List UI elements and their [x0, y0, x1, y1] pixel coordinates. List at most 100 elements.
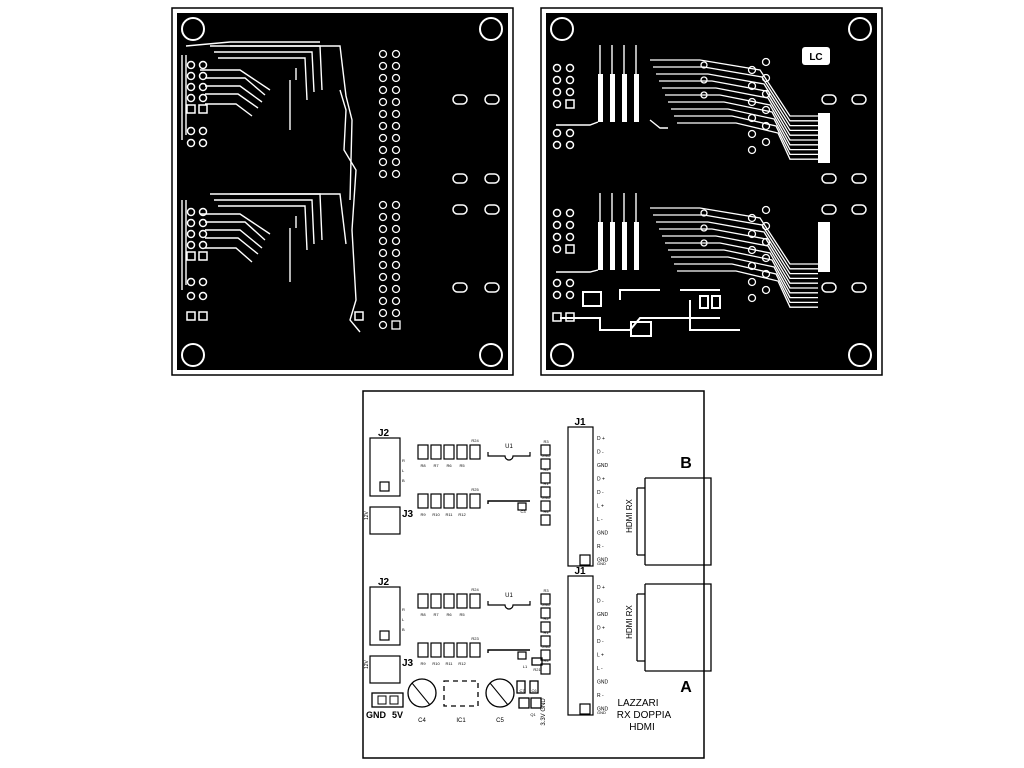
j2-pin-label: L: [402, 468, 405, 473]
j1-pin-label: GND: [597, 531, 609, 537]
lc-badge: [802, 47, 830, 65]
hdmi-connector-b: [636, 477, 712, 566]
j1-pin-label: D -: [597, 490, 604, 496]
resistor-label: R10: [432, 512, 440, 517]
resistor-label: R24: [471, 438, 479, 443]
resistor-label: R7: [433, 612, 439, 617]
credit-line-3: HDMI: [629, 722, 655, 733]
j1-pin-label: GND: [597, 463, 609, 469]
power-section: [371, 657, 543, 709]
resistor-label: R12: [458, 661, 466, 666]
gnd-label: GND: [366, 710, 387, 720]
resistor-label: R8: [420, 612, 426, 617]
j3-label: J3: [402, 658, 414, 669]
mounting-hole: [848, 343, 872, 367]
resistor-label: R24: [471, 587, 479, 592]
j1-gnd-label: GND: [597, 710, 606, 715]
j1-gnd-label: GND: [597, 561, 606, 566]
credit-line-1: LAZZARI: [617, 698, 658, 709]
q1-label: Q1: [530, 712, 536, 717]
resistor-label: R12: [458, 512, 466, 517]
j1-pin-label: D -: [597, 450, 604, 456]
j1-pin-label: GND: [597, 707, 609, 713]
small-pad-label: R2: [543, 467, 549, 472]
u1-label: U1: [505, 444, 513, 450]
j3-side-label: 12V: [364, 659, 370, 669]
j2-pin-label: B: [402, 627, 405, 632]
hdmi-connector-a: [636, 583, 712, 672]
connector-b-label: B: [680, 455, 692, 472]
ic1-label: IC1: [456, 718, 466, 724]
j2-pin-label: R: [402, 607, 405, 612]
j1-pin-label: D +: [597, 477, 605, 483]
connector-a-label: A: [680, 679, 692, 696]
5v-label: 5V: [392, 710, 403, 720]
c7-label: C7: [519, 688, 525, 693]
c3-label: C3: [520, 509, 526, 514]
resistor-label: R6: [446, 463, 452, 468]
j1-pin-label: D +: [597, 585, 605, 591]
j1-pin-label: D -: [597, 639, 604, 645]
j3-side-label: 12V: [364, 510, 370, 520]
resistor-label: R9: [420, 661, 426, 666]
small-pad-label: R4: [543, 509, 549, 514]
j1-pin-label: L +: [597, 653, 604, 659]
c4-label: C4: [418, 718, 426, 724]
l1-label: L1: [523, 664, 528, 669]
c5-label: C5: [496, 718, 504, 724]
j2-pin-label: L: [402, 617, 405, 622]
j1-pin-label: D +: [597, 626, 605, 632]
mounting-hole: [479, 343, 503, 367]
j2-label: J2: [378, 428, 390, 439]
j1-label: J1: [574, 566, 586, 577]
j1-pin-label: D +: [597, 436, 605, 442]
resistor-label: R11: [445, 512, 453, 517]
credit-line-2: RX DOPPIA: [617, 710, 672, 721]
vertical-power-label: 3.3V GND: [541, 698, 547, 726]
small-pad-label: GND: [542, 495, 551, 500]
mounting-hole: [848, 17, 872, 41]
j1-pin-label: R -: [597, 693, 604, 699]
resistor-label: R5: [459, 463, 465, 468]
small-pad-label: R1: [543, 481, 549, 486]
small-pad-label: GND: [542, 602, 551, 607]
small-pad-label: R4: [543, 658, 549, 663]
j1-pin-label: R -: [597, 544, 604, 550]
mounting-hole: [550, 343, 574, 367]
resistor-label: R11: [445, 661, 453, 666]
small-pad-label: R3: [543, 439, 549, 444]
j1-pin-label: GND: [597, 680, 609, 686]
j1-pin-label: GND: [597, 558, 609, 564]
resistor-label: R9: [420, 512, 426, 517]
bottom-copper-layer: [171, 7, 514, 376]
resistor-label: R10: [432, 661, 440, 666]
small-pad-label: GND: [542, 453, 551, 458]
hdmi-rx-label-b: HDMI RX: [625, 498, 634, 532]
small-pad-label: R3: [543, 588, 549, 593]
j1-pin-label: L -: [597, 517, 603, 523]
mounting-hole: [550, 17, 574, 41]
mounting-hole: [479, 17, 503, 41]
resistor-label: R25: [471, 487, 479, 492]
hdmi-rx-label-a: HDMI RX: [625, 604, 634, 638]
j1-pin-label: L -: [597, 666, 603, 672]
top-copper-layer: LC: [540, 7, 883, 376]
j2-pin-label: R: [402, 458, 405, 463]
resistor-label: R23: [471, 636, 479, 641]
resistor-label: R7: [433, 463, 439, 468]
small-pad-label: R1: [543, 630, 549, 635]
r21-label: R21: [533, 667, 541, 672]
small-pad-label: GND: [542, 644, 551, 649]
j1-pin-label: D -: [597, 599, 604, 605]
resistor-label: R5: [459, 612, 465, 617]
resistor-label: R6: [446, 612, 452, 617]
resistor-label: R8: [420, 463, 426, 468]
j1-pin-label: GND: [597, 612, 609, 618]
small-pad-label: R2: [543, 616, 549, 621]
mounting-hole: [181, 343, 205, 367]
j1-label: J1: [574, 417, 586, 428]
